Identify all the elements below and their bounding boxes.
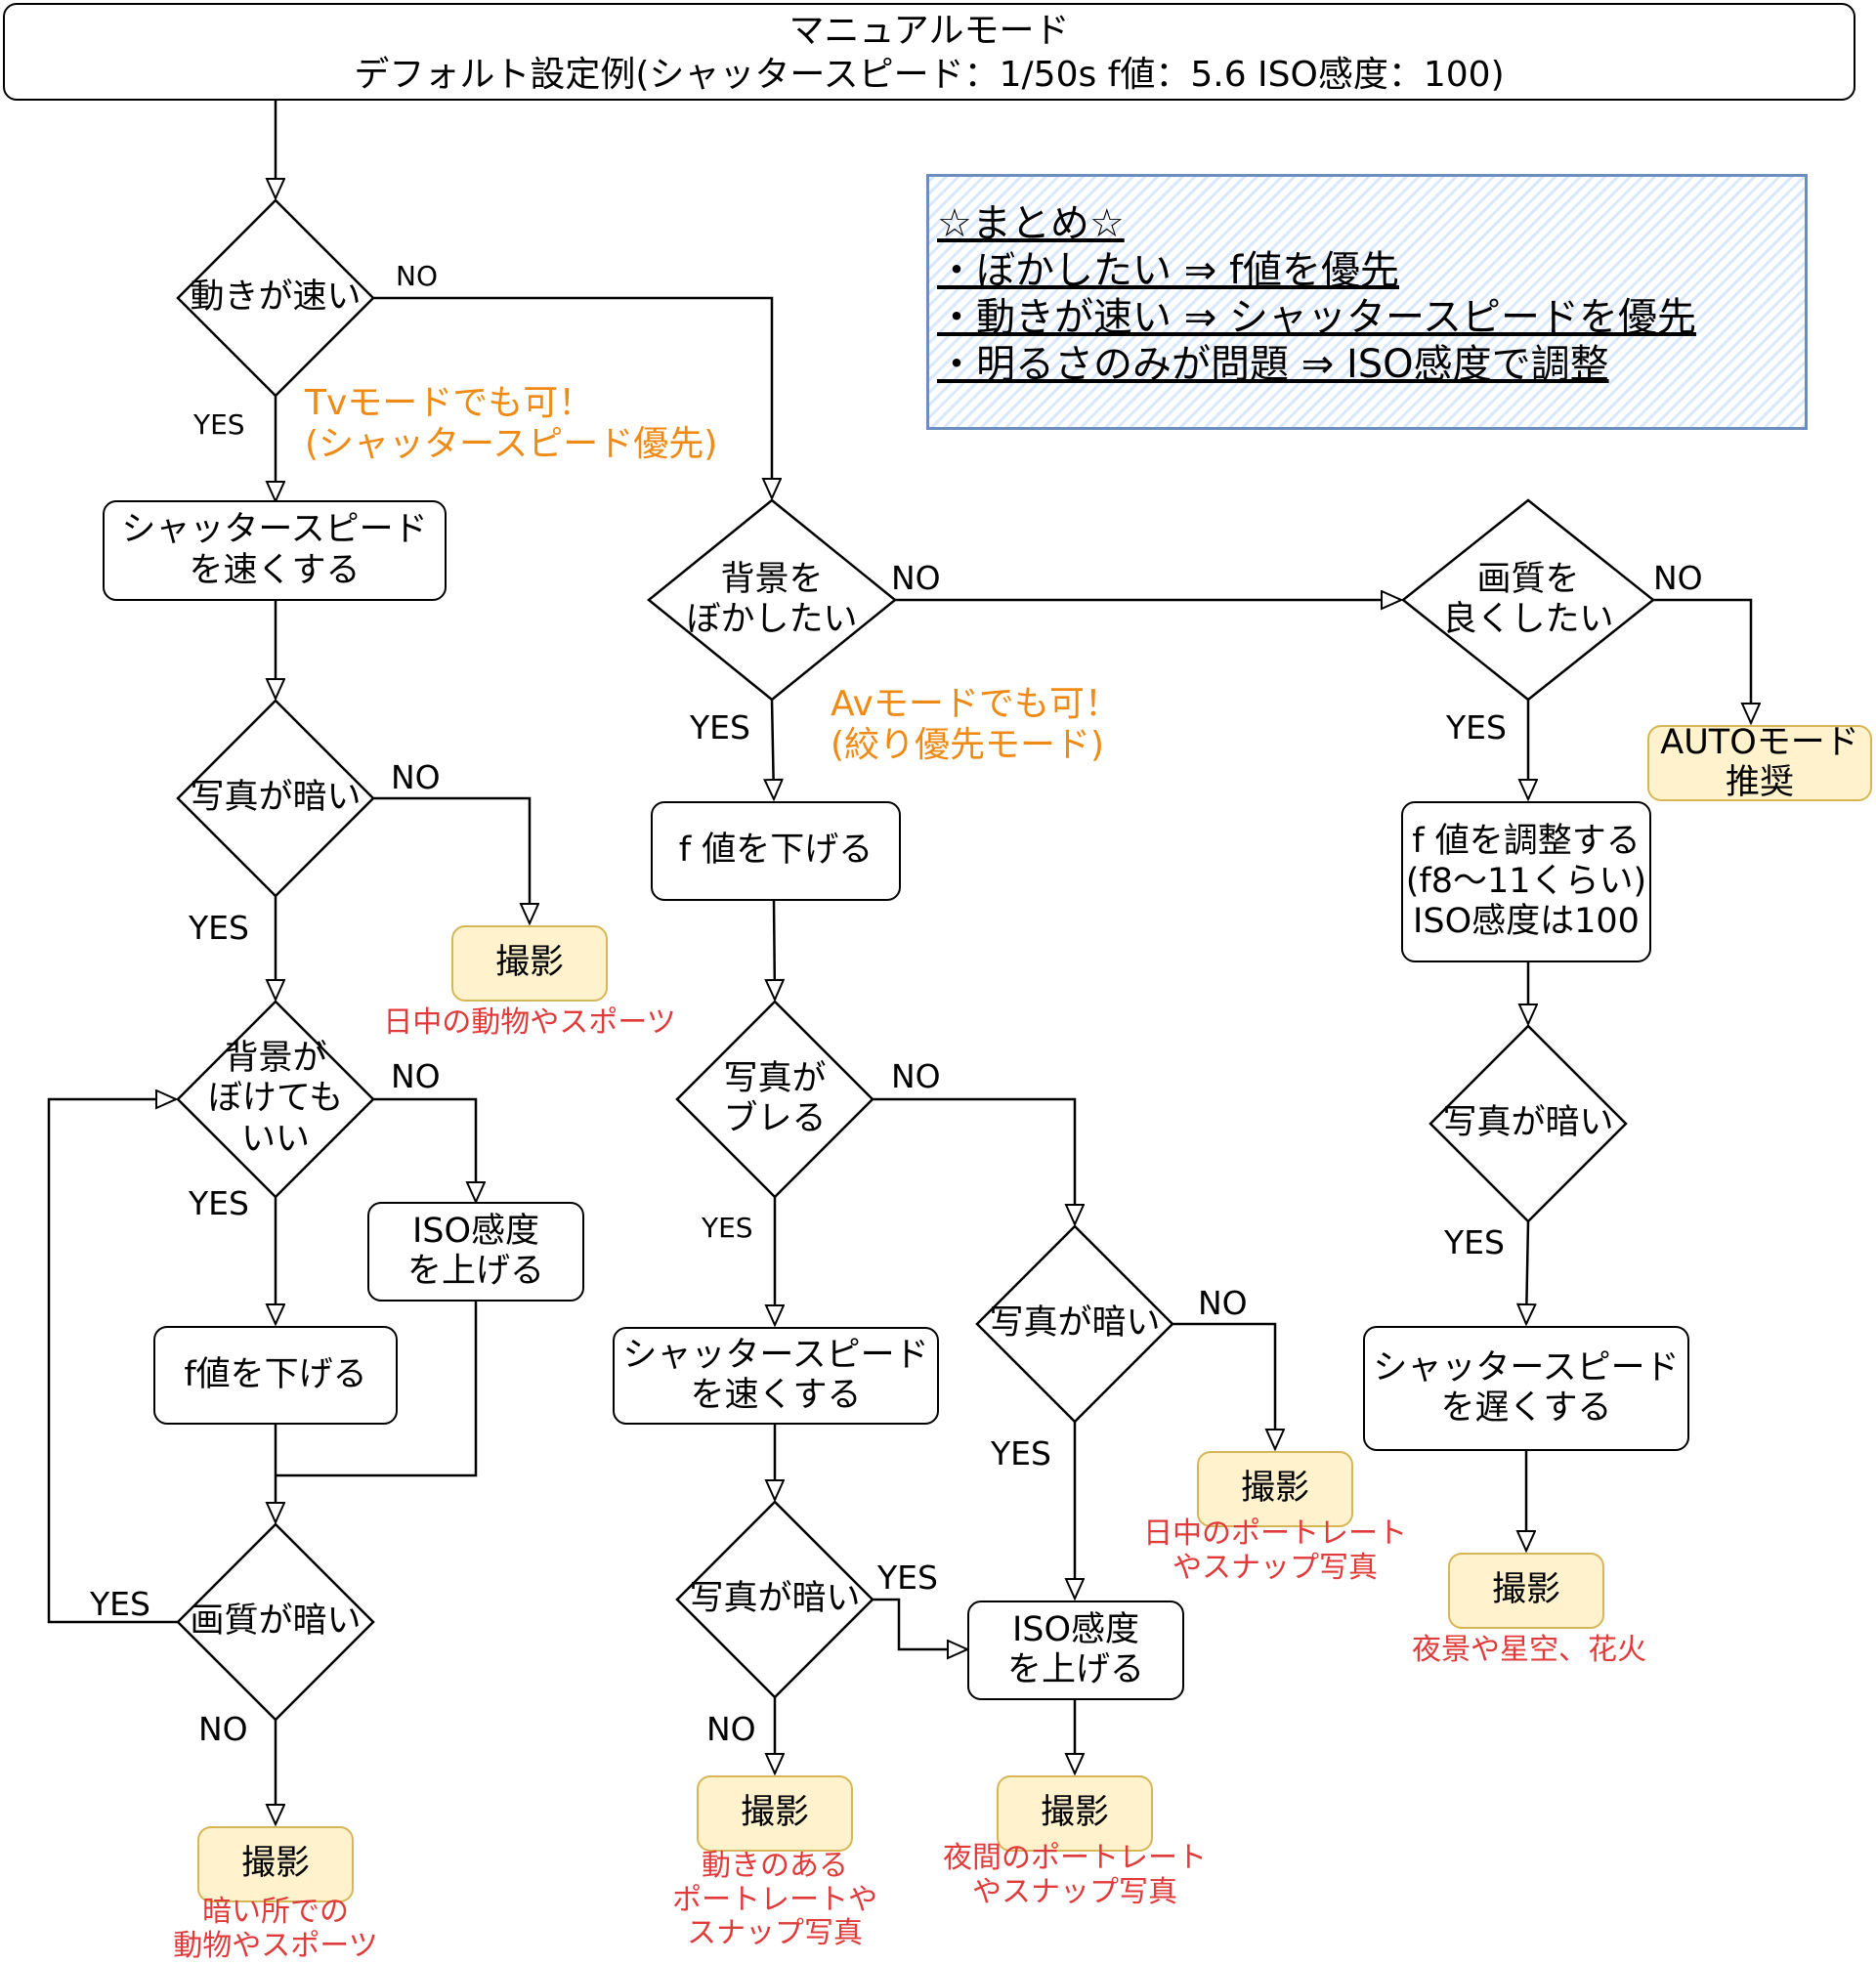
branch-label-yes: YES [189, 909, 249, 947]
tv-mode-note: Tvモードでも可！ (シャッタースピード優先) [305, 383, 718, 465]
caption-day-portrait: 日中のポートレート やスナップ写真 [1143, 1516, 1407, 1585]
branch-label-no: NO [1653, 559, 1703, 597]
decision-blur-background: 背景を ぼかしたい [686, 559, 858, 639]
action-iso-up: ISO感度 を上げる [967, 1601, 1184, 1700]
decision-improve-quality: 画質を 良くしたい [1442, 559, 1614, 639]
action-adjust-f-value: f 値を調整する (f8～11くらい) ISO感度は100 [1401, 801, 1651, 962]
caption-night-portrait: 夜間のポートレート やスナップ写真 [943, 1841, 1207, 1909]
shoot-terminal: 撮影 [997, 1775, 1153, 1852]
branch-label-yes: YES [1446, 708, 1507, 747]
decision-fast-motion: 動きが速い [190, 278, 362, 318]
caption-daytime-animals-sports: 日中の動物やスポーツ [383, 1005, 676, 1040]
branch-label-yes: YES [193, 408, 245, 441]
branch-label-no: NO [891, 1057, 941, 1095]
action-iso-up: ISO感度 を上げる [367, 1202, 584, 1302]
decision-photo-dark: 写真が暗い [1442, 1103, 1614, 1143]
title-box: マニュアルモード デフォルト設定例(シャッタースピード：1/50s f値：5.6… [3, 3, 1855, 101]
decision-photo-dark: 写真が暗い [190, 778, 362, 818]
title-line-2: デフォルト設定例(シャッタースピード：1/50s f値：5.6 ISO感度：10… [354, 55, 1505, 95]
branch-label-no: NO [391, 758, 441, 796]
shoot-terminal: 撮影 [1197, 1451, 1353, 1527]
branch-label-no: NO [1198, 1284, 1248, 1322]
caption-dark-animals-sports: 暗い所での 動物やスポーツ [173, 1895, 378, 1963]
decision-photo-dark: 写真が暗い [989, 1303, 1161, 1344]
action-lower-f-value: f値を下げる [153, 1326, 398, 1425]
av-mode-note: Avモードでも可！ (絞り優先モード) [831, 684, 1120, 766]
branch-label-no: NO [706, 1710, 756, 1748]
branch-label-yes: YES [90, 1585, 150, 1623]
shoot-terminal: 撮影 [697, 1775, 853, 1852]
branch-label-yes: YES [690, 708, 750, 747]
shoot-terminal: 撮影 [197, 1826, 354, 1902]
auto-mode-recommendation: AUTOモード 推奨 [1647, 723, 1872, 802]
branch-label-no: NO [396, 260, 438, 292]
branch-label-no: NO [198, 1710, 248, 1748]
summary-box: ☆まとめ☆ ・ぼかしたい ⇒ f値を優先 ・動きが速い ⇒ シャッタースピードを… [926, 174, 1808, 430]
shoot-terminal: 撮影 [1448, 1553, 1604, 1629]
decision-camera-shake: 写真が ブレる [723, 1058, 827, 1138]
branch-label-yes: YES [877, 1558, 938, 1597]
caption-night-sky-fireworks: 夜景や星空、花火 [1412, 1633, 1646, 1667]
branch-label-yes: YES [991, 1434, 1051, 1473]
title-line-1: マニュアルモード [789, 11, 1070, 51]
caption-motion-portrait: 動きのある ポートレートや スナップ写真 [672, 1849, 877, 1950]
action-lower-f-value: f 値を下げる [651, 801, 901, 901]
decision-quality-dark: 画質が暗い [190, 1601, 362, 1642]
branch-label-no: NO [391, 1057, 441, 1095]
shoot-terminal: 撮影 [451, 925, 608, 1002]
action-slow-down: シャッタースピード を遅くする [1363, 1326, 1689, 1451]
decision-photo-dark: 写真が暗い [689, 1579, 861, 1619]
branch-label-yes: YES [1444, 1223, 1505, 1261]
action-speed-up: シャッタースピード を速くする [613, 1327, 939, 1425]
summary-item: ・ぼかしたい ⇒ f値を優先 [937, 248, 1400, 293]
action-speed-up: シャッタースピード を速くする [103, 500, 447, 601]
summary-heading: ☆まとめ☆ [937, 201, 1125, 246]
summary-item: ・動きが速い ⇒ シャッタースピードを優先 [937, 295, 1696, 340]
branch-label-yes: YES [189, 1184, 249, 1222]
decision-bokeh-ok: 背景が ぼけても いい [207, 1039, 344, 1159]
summary-item: ・明るさのみが問題 ⇒ ISO感度で調整 [937, 342, 1609, 387]
branch-label-yes: YES [702, 1212, 753, 1244]
branch-label-no: NO [891, 559, 941, 597]
